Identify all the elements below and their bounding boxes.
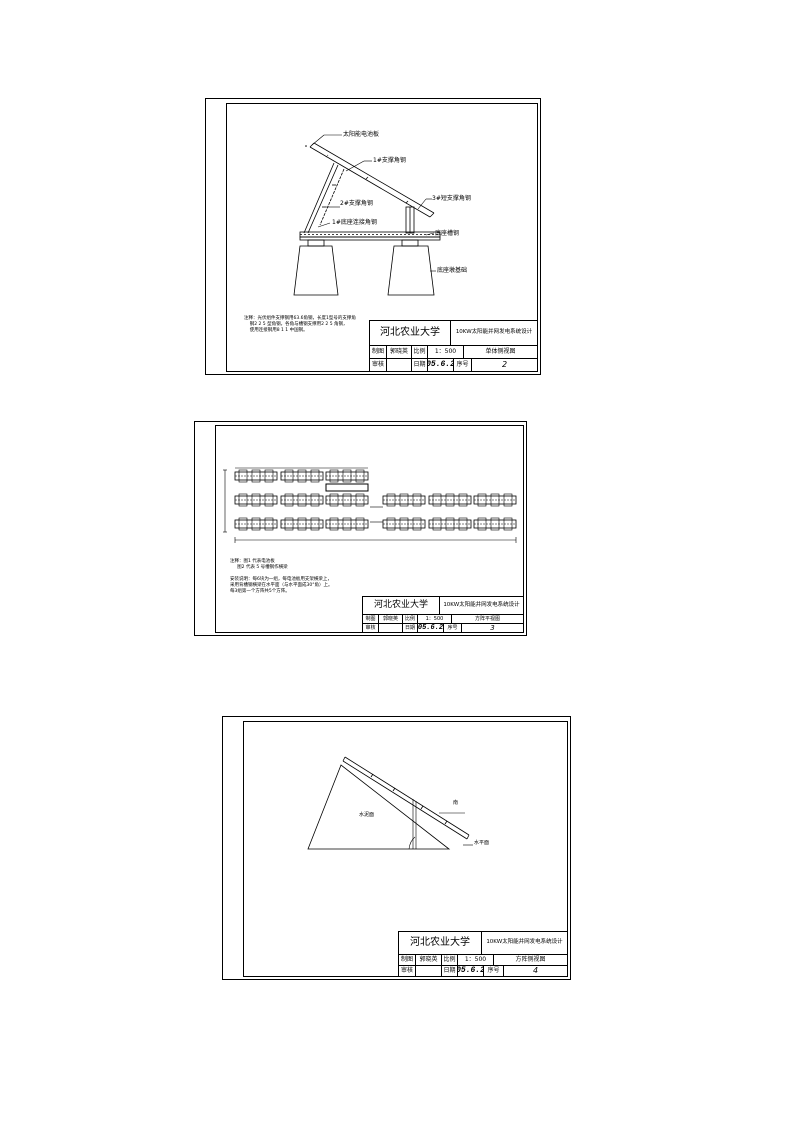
project-name: 10KW太阳能并网发电系统设计 bbox=[440, 597, 523, 615]
dimension-lines bbox=[223, 467, 517, 543]
label-review: 审核 bbox=[399, 966, 416, 976]
pier-right-cap bbox=[401, 239, 419, 247]
drawing-sheet-1: 太阳能电池板 1#支撑角钢 3#短支撑角钢 2#支撑角钢 1#底座连接角钢 底座… bbox=[205, 98, 541, 375]
label-date: 日期 bbox=[412, 359, 428, 371]
label-drawn: 制图 bbox=[399, 955, 416, 966]
sheet-number: 3 bbox=[490, 624, 495, 632]
scale-value: 1：500 bbox=[428, 346, 464, 359]
label-support-3: 3#短支撑角钢 bbox=[432, 195, 471, 202]
drawing-sheet-3: 水泥面 南 水平面 河北农业大学 10KW太阳能并网发电系统设计 制图 郭晓英 … bbox=[222, 716, 571, 980]
title-block: 河北农业大学 10KW太阳能并网发电系统设计 制图 郭晓英 比例 1：500 方… bbox=[362, 596, 524, 633]
label-sheet-no: 序号 bbox=[454, 359, 472, 371]
university-name: 河北农业大学 bbox=[399, 932, 482, 955]
sheet-number: 4 bbox=[532, 966, 539, 975]
reviewer-blank bbox=[387, 359, 412, 371]
pier-left-cap bbox=[307, 239, 325, 247]
support-2 bbox=[319, 168, 345, 226]
university-name: 河北农业大学 bbox=[363, 597, 440, 615]
label-review: 审核 bbox=[370, 359, 387, 371]
label-sheet-no: 序号 bbox=[484, 966, 504, 976]
label-date: 日期 bbox=[442, 966, 458, 976]
drawing-title: 单体侧视图 bbox=[464, 346, 537, 359]
label-scale: 比例 bbox=[403, 615, 418, 624]
side-view-drawing bbox=[293, 134, 441, 296]
label-support-2: 2#支撑角钢 bbox=[340, 200, 373, 207]
reviewer-blank bbox=[379, 624, 403, 632]
project-name: 10KW太阳能并网发电系统设计 bbox=[482, 932, 567, 955]
drawing-title: 方阵平视图 bbox=[452, 615, 523, 624]
scale-value: 1：500 bbox=[458, 955, 494, 966]
note-text: 注释：光伏组件支撑钢用63.6角钢，长度1型号的支撑角 钢2 2 5 型角钢，各… bbox=[244, 316, 356, 333]
drawing-sheet-2: 注释：图1 代表电池板 图2 代表 5 号槽钢作横梁 安装说明：每6块为一组，每… bbox=[194, 421, 527, 636]
label-south: 南 bbox=[453, 800, 459, 806]
label-water-surface: 水泥面 bbox=[359, 812, 375, 818]
label-drawn: 制图 bbox=[363, 615, 379, 624]
scale-value: 1：500 bbox=[418, 615, 452, 624]
drawing-title: 方阵侧视图 bbox=[494, 955, 567, 966]
foundation-left bbox=[293, 245, 339, 296]
title-block: 河北农业大学 10KW太阳能并网发电系统设计 制图 郭晓英 比例 1：500 单… bbox=[369, 320, 538, 372]
note-text: 注释：图1 代表电池板 图2 代表 5 号槽钢作横梁 安装说明：每6块为一组，每… bbox=[230, 559, 333, 594]
drawer-name: 郭晓英 bbox=[416, 955, 442, 966]
label-foundation: 底座墩基础 bbox=[437, 267, 468, 274]
title-block: 河北农业大学 10KW太阳能并网发电系统设计 制图 郭晓英 比例 1：500 方… bbox=[398, 931, 568, 977]
project-name: 10KW太阳能并网发电系统设计 bbox=[451, 321, 537, 346]
solar-panel bbox=[309, 142, 435, 218]
support-1 bbox=[303, 162, 339, 234]
label-sheet-no: 序号 bbox=[444, 624, 462, 632]
date-value: 05.6.2 bbox=[458, 966, 484, 976]
label-solar-panel: 太阳能电池板 bbox=[343, 131, 380, 138]
label-base-channel: 底座槽钢 bbox=[435, 230, 460, 237]
date-value: 05.6.2 bbox=[418, 624, 444, 632]
label-drawn: 制图 bbox=[370, 346, 387, 359]
drawer-name: 郭晓英 bbox=[387, 346, 412, 359]
label-scale: 比例 bbox=[442, 955, 458, 966]
support-3 bbox=[405, 206, 415, 234]
array-plan-drawing bbox=[223, 467, 517, 543]
label-horizontal: 水平面 bbox=[474, 840, 490, 846]
base-channel bbox=[299, 231, 441, 241]
array-side-drawing bbox=[307, 756, 473, 850]
university-name: 河北农业大学 bbox=[370, 321, 451, 346]
reviewer-blank bbox=[416, 966, 442, 976]
foundation-right bbox=[387, 245, 435, 296]
drawer-name: 郭晓英 bbox=[379, 615, 403, 624]
array-units bbox=[234, 469, 517, 531]
support-triangle bbox=[307, 764, 451, 850]
label-scale: 比例 bbox=[412, 346, 428, 359]
label-review: 审核 bbox=[363, 624, 379, 632]
pivot-dot bbox=[305, 145, 307, 147]
label-support-1: 1#支撑角钢 bbox=[373, 157, 406, 164]
label-date: 日期 bbox=[403, 624, 418, 632]
label-base-angle: 1#底座连接角钢 bbox=[332, 219, 377, 226]
sheet-number: 2 bbox=[501, 360, 508, 369]
date-value: 05.6.2 bbox=[428, 359, 454, 371]
